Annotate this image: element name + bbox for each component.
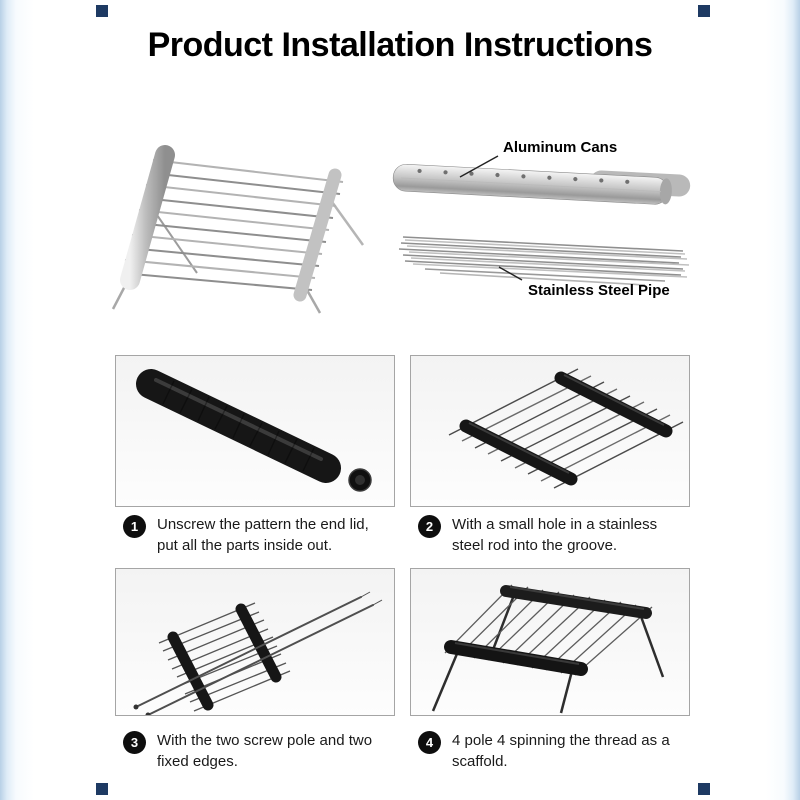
grill-grate-rods [121,159,344,291]
cans-leader-line [459,155,499,178]
scaffold-rails [444,585,652,676]
page-title: Product Installation Instructions [147,26,653,64]
screw-poles [133,591,383,715]
steel-pipes-bundle [398,236,690,286]
step-number-badge: 3 [123,731,146,754]
step-caption-text: Unscrew the pattern the end lid, put all… [157,516,369,554]
step-caption-text: 4 pole 4 spinning the thread as a scaffo… [452,732,670,770]
step-4-illustration [431,584,665,714]
label-stainless-pipe: Stainless Steel Pipe [528,282,670,299]
corner-mark [698,5,710,17]
step-1-caption: 1 Unscrew the pattern the end lid, put a… [123,514,395,556]
corner-mark [698,783,710,795]
fixed-edge-tubes [167,603,282,711]
pipe-leader-line [498,266,523,281]
aluminum-can-tube [392,163,691,205]
corner-mark [96,783,108,795]
assembled-grill-image [111,145,365,314]
step-3-illustration [133,591,383,715]
step-number-badge: 2 [418,515,441,538]
step-caption-text: With the two screw pole and two fixed ed… [157,732,373,770]
label-aluminum-cans: Aluminum Cans [503,139,618,156]
step-2-caption: 2 With a small hole in a stainless steel… [418,514,690,556]
step-number-badge: 4 [418,731,441,754]
step-2-illustration [448,368,684,489]
black-tube [136,369,341,483]
step-1-image-panel [115,355,395,507]
parts-image [392,155,691,286]
end-lid-cap [348,468,372,492]
step-caption-text: With a small hole in a stainless steel r… [452,516,658,554]
step-4-caption: 4 4 pole 4 spinning the thread as a scaf… [418,730,690,772]
grooved-tubes [459,371,673,486]
grill-rails [120,145,342,302]
hero-section: Aluminum Cans Stainless Steel Pipe [0,85,800,335]
step-2-image-panel [410,355,690,507]
corner-mark [96,5,108,17]
step-4-image-panel [410,568,690,716]
step-3-image-panel [115,568,395,716]
step-number-badge: 1 [123,515,146,538]
step-3-caption: 3 With the two screw pole and two fixed … [123,730,395,772]
step-1-illustration [136,369,372,492]
